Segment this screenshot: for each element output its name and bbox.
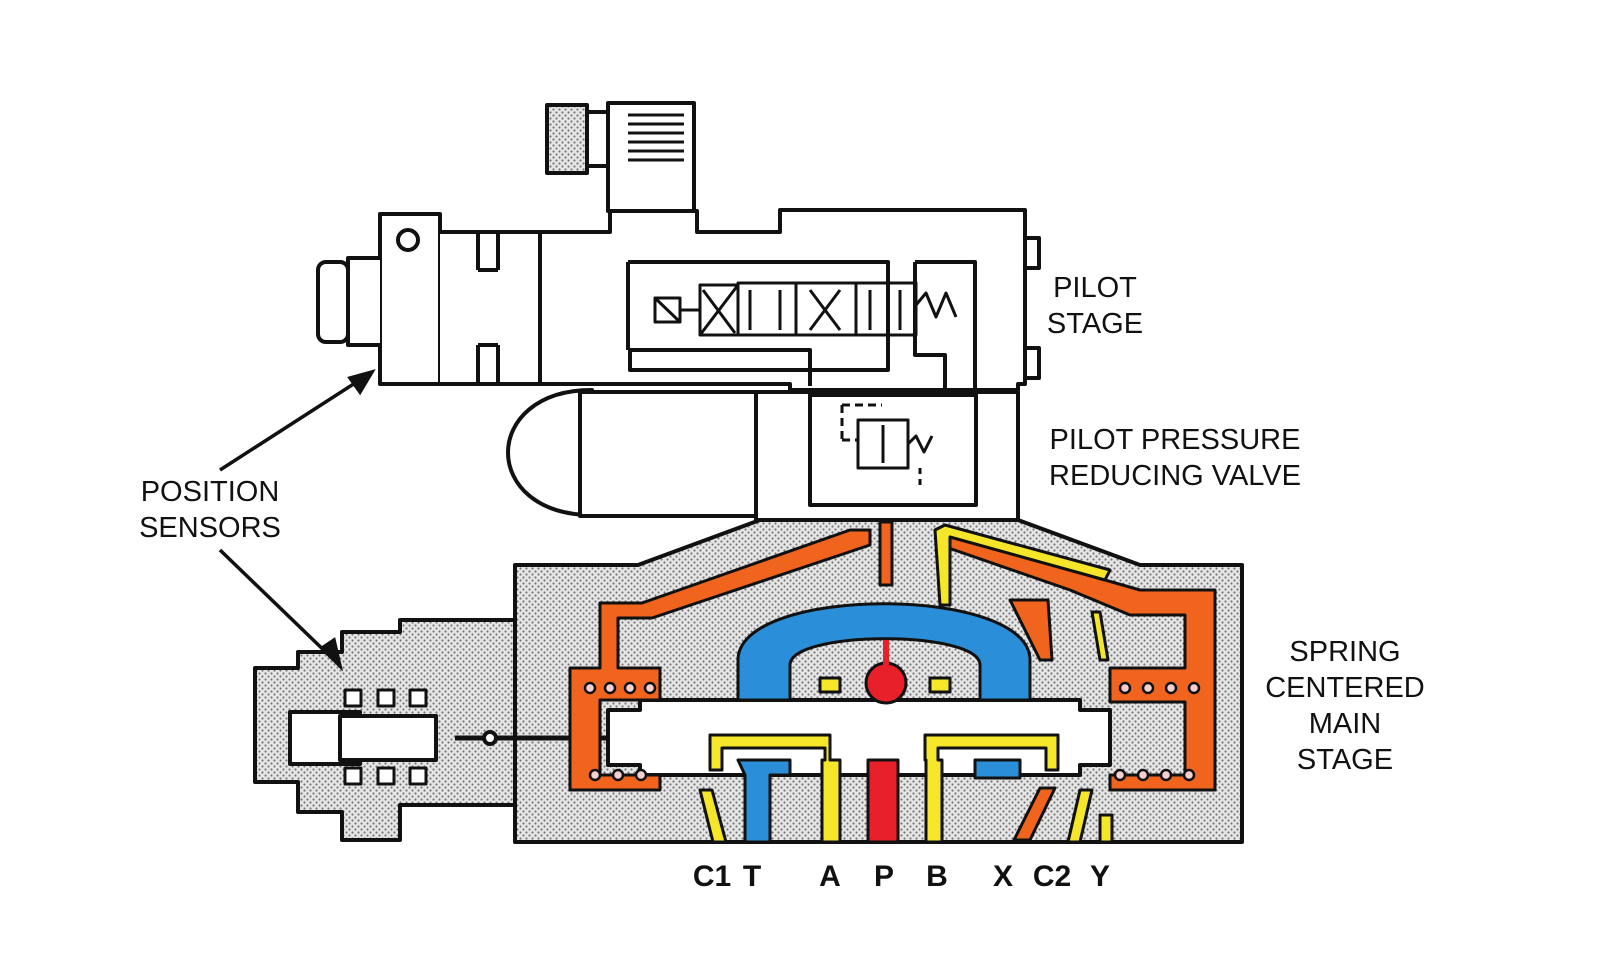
port-label-c1: C1	[692, 860, 732, 893]
pressure-reducing-valve-body	[506, 388, 1020, 522]
pilot-stage-body	[316, 101, 1041, 500]
port-label-p: P	[873, 860, 895, 893]
port-label-x: X	[992, 860, 1014, 893]
position-sensors-label: POSITION SENSORS	[120, 474, 300, 546]
prv-line-2: REDUCING VALVE	[1049, 460, 1301, 492]
position-sensors-line-2: SENSORS	[139, 512, 281, 544]
port-label-b: B	[926, 860, 948, 893]
pilot-channel-left	[568, 528, 872, 792]
main-stage-line-2: CENTERED	[1265, 672, 1425, 704]
port-label-a: A	[819, 860, 841, 893]
main-stage-line-3: MAIN	[1308, 708, 1382, 740]
port-label-t: T	[742, 860, 762, 893]
pilot-stage-line-1: PILOT	[1053, 272, 1137, 304]
main-stage-label: SPRING CENTERED MAIN STAGE	[1250, 634, 1440, 778]
position-sensors-line-1: POSITION	[140, 476, 280, 508]
sensor-leader-upper	[219, 374, 367, 472]
pilot-pressure-reducing-valve-label: PILOT PRESSURE REDUCING VALVE	[1030, 422, 1320, 494]
prv-line-1: PILOT PRESSURE	[1049, 424, 1301, 456]
port-label-y: Y	[1089, 860, 1111, 893]
port-b-channel	[923, 733, 1060, 844]
port-a-channel	[708, 733, 842, 844]
tank-return-channel	[736, 602, 1032, 702]
port-label-c2: C2	[1032, 860, 1072, 893]
pressure-channel	[866, 758, 900, 844]
pilot-stage-line-2: STAGE	[1046, 308, 1144, 340]
main-stage-line-4: STAGE	[1296, 744, 1394, 776]
sensor-leader-lower	[218, 548, 336, 662]
main-stage-line-1: SPRING	[1289, 636, 1401, 668]
pilot-stage-label: PILOT STAGE	[1040, 270, 1150, 342]
